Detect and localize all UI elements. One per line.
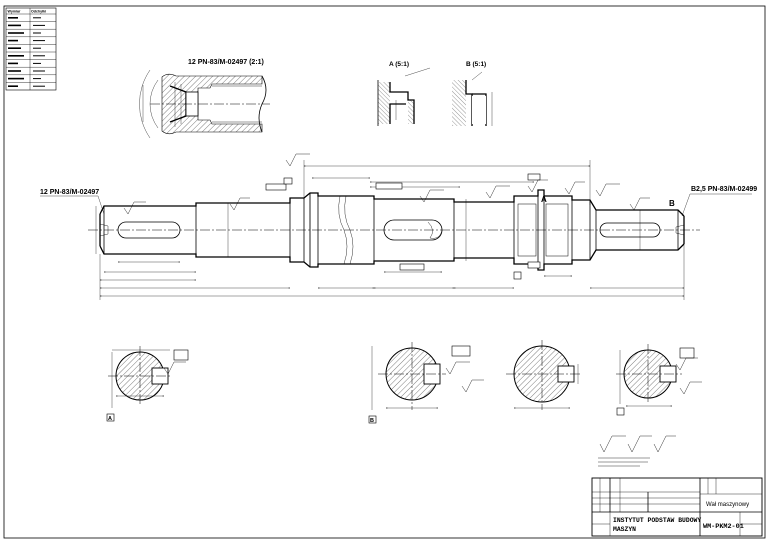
center-hole-detail-label: 12 PN-83/M-02497 (2:1) [188, 59, 264, 66]
detail-b-view: B (5:1) [452, 61, 493, 126]
cross-section-1 [106, 346, 189, 422]
cross-section-4 [616, 344, 702, 416]
legend-header-deviation: Odchyłki [31, 10, 46, 14]
center-hole-detail-view: 12 PN-83/M-02497 (2:1) [139, 59, 270, 139]
section-mark-a: A [108, 416, 112, 422]
cross-section-2 [368, 342, 484, 424]
title-block [591, 477, 763, 537]
shaft-main-view [40, 153, 752, 300]
detail-a-marker: A [541, 195, 547, 204]
institution-name-line1: INSTYTUT PODSTAW BUDOWY [613, 517, 701, 524]
detail-a-label: A (5:1) [389, 61, 409, 68]
drawing-number: WM-PKM2-01 [703, 523, 744, 531]
section-mark-b: B [370, 418, 374, 424]
left-center-hole-label: 12 PN-83/M-02497 [40, 189, 99, 196]
legend-header-dimension: Wymiar [8, 10, 22, 14]
drawing-name: Wał maszynowy [706, 502, 749, 508]
surface-finish-legend [598, 435, 676, 467]
cross-section-3 [506, 340, 580, 410]
right-center-hole-label: B2,5 PN-83/M-02499 [691, 186, 757, 193]
detail-b-marker: B [669, 199, 675, 208]
institution-name-line2: MASZYN [613, 526, 636, 533]
tolerance-table: Wymiar Odchyłki [5, 7, 57, 91]
detail-b-label: B (5:1) [466, 61, 486, 68]
detail-a-view: A (5:1) [377, 61, 431, 126]
